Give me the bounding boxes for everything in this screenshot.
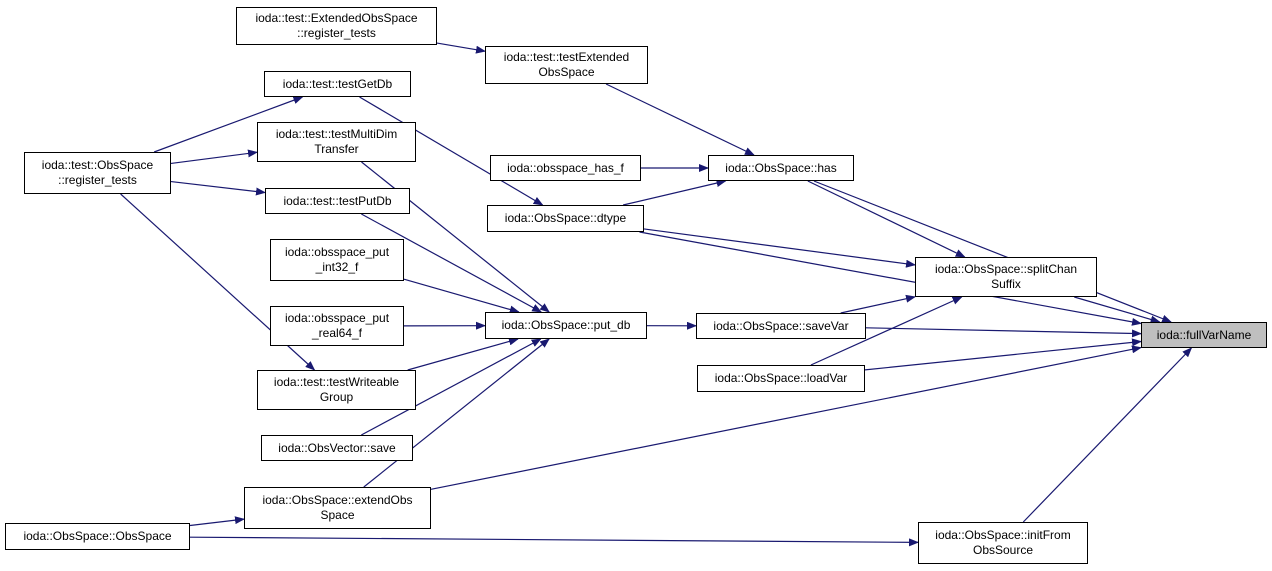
node-fullvarname-focus: ioda::fullVarName — [1141, 322, 1267, 348]
node-label-line: ioda::obsspace_has_f — [507, 160, 624, 175]
node-obsspace-constructor[interactable]: ioda::ObsSpace::ObsSpace — [5, 523, 190, 550]
edge-loadvar-to-fullvarname — [864, 338, 1142, 371]
edge-dtype-to-splitchan — [643, 228, 916, 268]
node-obsspace-savevar[interactable]: ioda::ObsSpace::saveVar — [696, 313, 866, 339]
edge-obs_reg-to-testmulti — [170, 149, 258, 165]
edge-extendobs-to-fullvarname — [430, 345, 1142, 490]
node-label-line: Suffix — [991, 277, 1021, 291]
node-obsspace-register-tests[interactable]: ioda::test::ObsSpace ::register_tests — [24, 152, 171, 194]
node-extendedobsspace-register-tests[interactable]: ioda::test::ExtendedObsSpace ::register_… — [236, 7, 437, 45]
node-label-line: ObsSource — [972, 543, 1034, 557]
node-label-line: ioda::ObsSpace::has — [725, 160, 837, 175]
edge-splitchan-to-fullvarname — [1074, 296, 1161, 324]
edge-loadvar-to-splitchan — [810, 296, 963, 366]
node-label-line: ioda::obsspace_put — [284, 311, 390, 325]
node-obsspace-loadvar[interactable]: ioda::ObsSpace::loadVar — [697, 365, 865, 392]
edge-put_int32-to-put_db — [403, 278, 520, 314]
node-label-line: ::register_tests — [297, 26, 376, 40]
node-label-line: ioda::test::ObsSpace — [41, 158, 154, 172]
node-test-writeable-group[interactable]: ioda::test::testWriteable Group — [257, 370, 416, 410]
edge-obsvec_save-to-put_db — [361, 338, 542, 436]
node-label-line: ::register_tests — [58, 173, 137, 187]
edge-testwrite-to-put_db — [407, 337, 519, 371]
edge-has-to-splitchan — [807, 180, 966, 258]
edge-extendobs-to-put_db — [363, 338, 550, 488]
node-label-line: ioda::ObsSpace::splitChan — [934, 262, 1078, 276]
edge-test_ext-to-has — [605, 83, 755, 156]
node-extendobs-space[interactable]: ioda::ObsSpace::extendObs Space — [244, 487, 431, 529]
node-label-line: ioda::test::testPutDb — [283, 193, 392, 208]
edge-obs_reg-to-testputdb — [170, 180, 266, 196]
node-label-line: _int32_f — [315, 260, 359, 274]
node-label-line: ioda::ObsSpace::dtype — [504, 211, 627, 225]
edge-extobs_reg-to-test_ext — [436, 42, 486, 54]
node-label-line: ioda::obsspace_put — [284, 245, 390, 259]
node-obsspace-has[interactable]: ioda::ObsSpace::has — [708, 155, 854, 181]
edge-has-to-fullvarname — [813, 180, 1173, 323]
node-obsspace-has-f[interactable]: ioda::obsspace_has_f — [490, 155, 641, 181]
node-label-line: Group — [319, 390, 354, 404]
edge-savevar-to-fullvarname — [865, 327, 1142, 338]
node-label-line: Transfer — [314, 142, 359, 156]
node-label-line: ioda::ObsVector::save — [278, 440, 396, 455]
node-label-line: ObsSpace — [538, 65, 595, 79]
edge-obsspace_ctor-to-initfrom — [189, 536, 919, 547]
node-test-putdb[interactable]: ioda::test::testPutDb — [265, 188, 410, 214]
edge-dtype-to-has — [622, 179, 727, 206]
edge-testgetdb-to-dtype — [359, 96, 544, 206]
node-label-line: ioda::test::testMultiDim — [275, 127, 398, 141]
node-obsspace-dtype[interactable]: ioda::ObsSpace::dtype — [487, 205, 644, 232]
edge-obs_reg-to-testgetdb — [153, 96, 304, 153]
node-label-line: ioda::ObsSpace::initFrom — [935, 528, 1071, 542]
node-obsvector-save[interactable]: ioda::ObsVector::save — [261, 435, 413, 461]
node-test-getdb[interactable]: ioda::test::testGetDb — [264, 71, 411, 97]
node-label-line: ioda::test::testGetDb — [282, 76, 393, 91]
node-label-line: ioda::ObsSpace::loadVar — [714, 371, 848, 385]
edge-obsspace_ctor-to-extendobs — [189, 516, 245, 527]
node-obsspace-splitchan-suffix[interactable]: ioda::ObsSpace::splitChan Suffix — [915, 257, 1097, 297]
node-label-line: ioda::test::testWriteable — [273, 375, 400, 389]
edge-testputdb-to-put_db — [361, 213, 543, 313]
node-label-line: _real64_f — [311, 326, 363, 340]
node-test-multidim-transfer[interactable]: ioda::test::testMultiDim Transfer — [257, 122, 416, 162]
node-obsspace-put-real64[interactable]: ioda::obsspace_put _real64_f — [270, 306, 404, 346]
node-label-line: ioda::ObsSpace::ObsSpace — [23, 529, 172, 543]
node-test-extended-obsspace[interactable]: ioda::test::testExtended ObsSpace — [485, 46, 648, 84]
edge-initfrom-to-fullvarname — [1022, 347, 1193, 523]
node-label-line: ioda::test::ExtendedObsSpace — [255, 11, 418, 25]
edge-savevar-to-splitchan — [840, 294, 916, 314]
node-label-line: ioda::fullVarName — [1156, 327, 1252, 342]
edge-testmulti-to-put_db — [361, 161, 550, 313]
edge-dtype-to-fullvarname — [639, 231, 1142, 326]
node-obsspace-initfrom-obssource[interactable]: ioda::ObsSpace::initFrom ObsSource — [918, 522, 1088, 564]
node-obsspace-put-int32[interactable]: ioda::obsspace_put _int32_f — [270, 239, 404, 281]
node-label-line: ioda::test::testExtended — [503, 50, 630, 64]
node-label-line: ioda::ObsSpace::extendObs — [262, 493, 413, 507]
node-label-line: ioda::ObsSpace::put_db — [501, 318, 631, 332]
node-obsspace-put-db[interactable]: ioda::ObsSpace::put_db — [485, 312, 647, 339]
node-label-line: ioda::ObsSpace::saveVar — [713, 318, 849, 333]
node-label-line: Space — [320, 508, 355, 522]
